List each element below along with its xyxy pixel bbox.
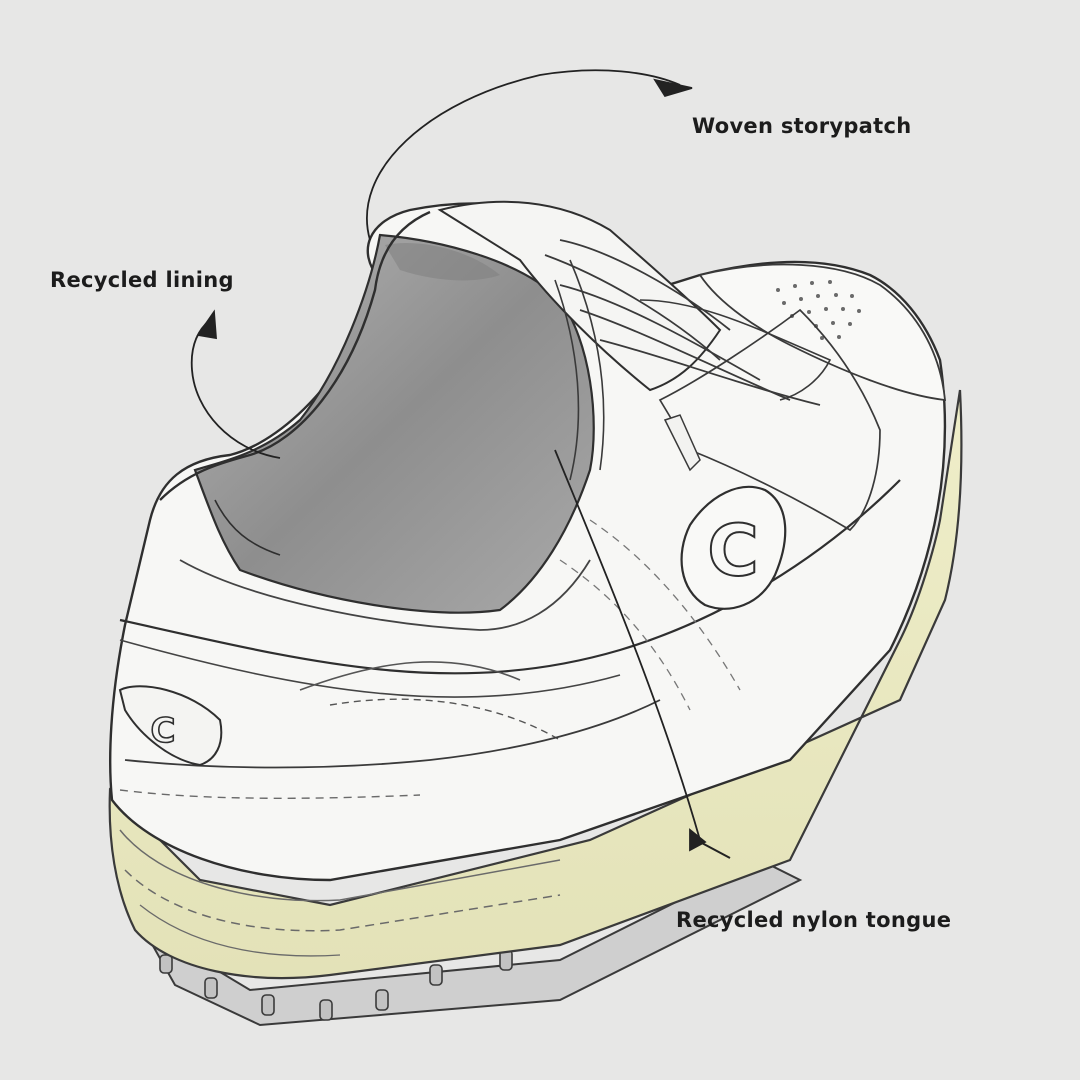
tongue-laces	[437, 200, 832, 481]
side-logo: C	[680, 485, 787, 610]
recycled-nylon-tongue-arrowhead	[689, 828, 707, 852]
callout-recycled-nylon-tongue: Recycled nylon tongue	[676, 908, 952, 932]
woven-storypatch-arrow	[366, 69, 681, 241]
heel-logo: C	[150, 710, 177, 752]
callout-recycled-lining: Recycled lining	[50, 268, 234, 292]
callout-woven-storypatch: Woven storypatch	[692, 114, 912, 138]
recycled-nylon-tongue-arrow	[554, 449, 701, 841]
midsole	[108, 389, 963, 980]
callout-arrows	[190, 69, 731, 859]
recycled-lining-arrowhead	[196, 309, 217, 340]
heel-logo-letter: C	[151, 711, 176, 751]
side-logo-letter: C	[707, 510, 758, 592]
woven-storypatch-arrowhead	[653, 78, 693, 98]
